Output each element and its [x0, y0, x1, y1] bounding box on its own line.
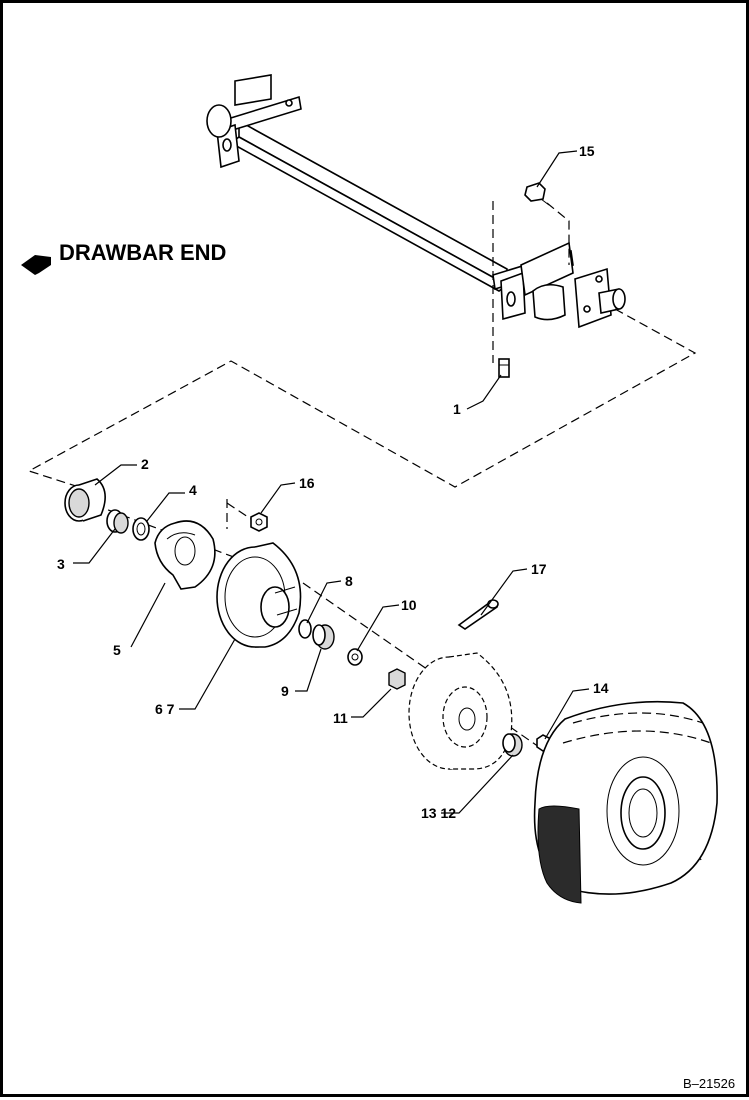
- callout-3: 3: [57, 556, 65, 572]
- callout-14: 14: [593, 680, 609, 696]
- drum-part-6-7: [216, 542, 302, 648]
- axle-assembly: [206, 74, 626, 329]
- callout-13-12: 13 12: [421, 805, 456, 821]
- nut-part-16: [250, 512, 268, 532]
- leader-lines: [73, 150, 590, 814]
- callout-5: 5: [113, 642, 121, 658]
- callout-11: 11: [333, 710, 348, 726]
- nut-part-11: [388, 668, 406, 690]
- bearing-cone-part-9: [312, 624, 335, 650]
- seal-part-8: [298, 619, 312, 639]
- cotter-pin-part-17: [457, 599, 499, 630]
- callout-2: 2: [141, 456, 149, 472]
- callout-4: 4: [189, 482, 197, 498]
- bolt-part-1: [498, 358, 510, 378]
- bearing-cup-part-2: [64, 478, 106, 522]
- backing-plate-part-5: [154, 520, 216, 590]
- callout-17: 17: [531, 561, 547, 577]
- callout-15: 15: [579, 143, 595, 159]
- callout-1: 1: [453, 401, 461, 417]
- exploded-axle-diagram: DRAWBAR END: [21, 74, 735, 1091]
- drawbar-end-heading: DRAWBAR END: [59, 240, 226, 265]
- washer-part-10: [347, 648, 363, 666]
- callout-10: 10: [401, 597, 417, 613]
- seal-part-4: [132, 517, 150, 541]
- wheel-rim: [408, 652, 513, 770]
- callout-6-7: 6 7: [155, 701, 175, 717]
- bearing-cone-part-3: [106, 509, 129, 534]
- callout-16: 16: [299, 475, 315, 491]
- callout-8: 8: [345, 573, 353, 589]
- callout-9: 9: [281, 683, 289, 699]
- valve-stem-part-12-13: [502, 733, 523, 757]
- figure-id: B–21526: [683, 1076, 735, 1091]
- tire: [533, 700, 718, 904]
- arrow-left-icon: [21, 255, 51, 275]
- callout-labels: 1 2 3 4 5 6 7 8 9 10 11 13 12 14 15 16 1…: [57, 143, 609, 821]
